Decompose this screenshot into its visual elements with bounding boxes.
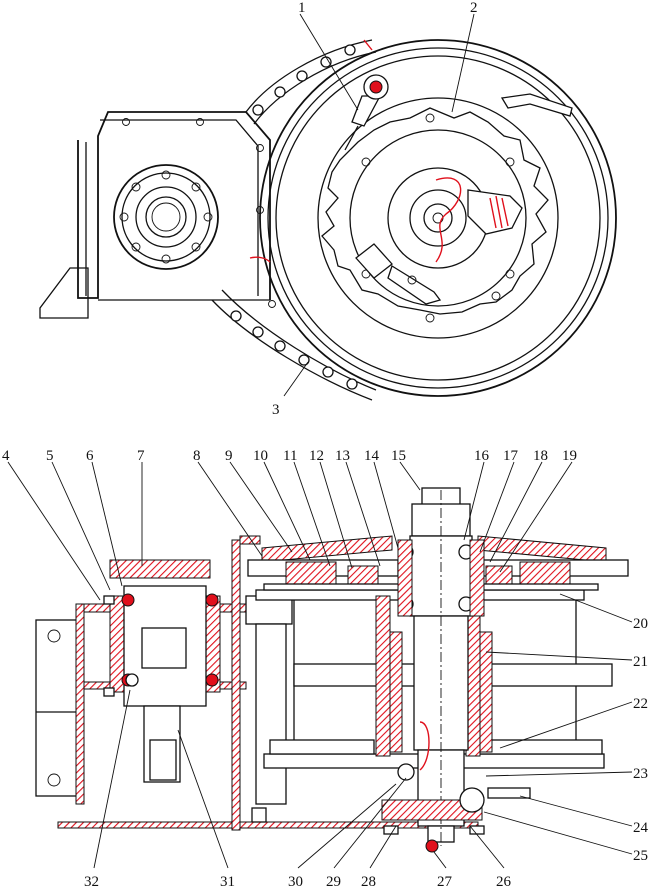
callout-10: 10 — [253, 448, 268, 464]
callout-5: 5 — [46, 448, 54, 464]
gearbox-section — [83, 535, 293, 831]
main-shaft — [381, 487, 531, 853]
callout-26: 26 — [496, 874, 512, 888]
callout-24: 24 — [633, 820, 649, 836]
gearbox-housing — [39, 111, 276, 319]
callout-25: 25 — [633, 848, 648, 864]
callout-27: 27 — [437, 874, 453, 888]
callout-23: 23 — [633, 766, 648, 782]
callout-28: 28 — [361, 874, 376, 888]
callout-32: 32 — [84, 874, 99, 888]
callout-14: 14 — [364, 448, 380, 464]
stop-bracket — [500, 93, 573, 117]
callout-12: 12 — [309, 448, 324, 464]
section-right-callouts: 20 21 22 23 24 25 — [483, 593, 649, 864]
callout-31: 31 — [220, 874, 235, 888]
callout-9: 9 — [225, 448, 233, 464]
callout-22: 22 — [633, 696, 648, 712]
base-plate — [57, 821, 479, 829]
section-top-callouts: 4 5 6 7 8 9 10 11 12 13 14 15 16 17 18 1… — [2, 448, 577, 601]
callout-16: 16 — [474, 448, 490, 464]
callout-7: 7 — [137, 448, 145, 464]
section-bottom-callouts: 32 31 30 29 28 27 26 — [84, 689, 512, 888]
left-frame — [35, 603, 85, 805]
callout-30: 30 — [288, 874, 303, 888]
top-view — [39, 39, 617, 401]
callout-18: 18 — [533, 448, 548, 464]
callout-29: 29 — [326, 874, 341, 888]
section-view — [35, 487, 629, 853]
input-flange — [113, 164, 219, 270]
callout-8: 8 — [193, 448, 201, 464]
callout-13: 13 — [335, 448, 350, 464]
callout-19: 19 — [562, 448, 577, 464]
callout-21: 21 — [633, 654, 648, 670]
ratchet-wheel — [321, 107, 549, 315]
callout-15: 15 — [391, 448, 406, 464]
callout-1: 1 — [298, 0, 306, 16]
top-view-callouts: 1 2 3 — [272, 0, 478, 418]
drive-chain — [211, 39, 377, 401]
ratchet-pawl-lever — [344, 74, 389, 151]
callout-3: 3 — [272, 402, 280, 418]
callout-11: 11 — [283, 448, 297, 464]
callout-4: 4 — [2, 448, 10, 464]
cam-follower-arm — [355, 177, 523, 305]
callout-20: 20 — [633, 616, 648, 632]
callout-6: 6 — [86, 448, 94, 464]
main-sprocket — [259, 39, 617, 397]
callout-17: 17 — [503, 448, 519, 464]
callout-2: 2 — [470, 0, 478, 16]
